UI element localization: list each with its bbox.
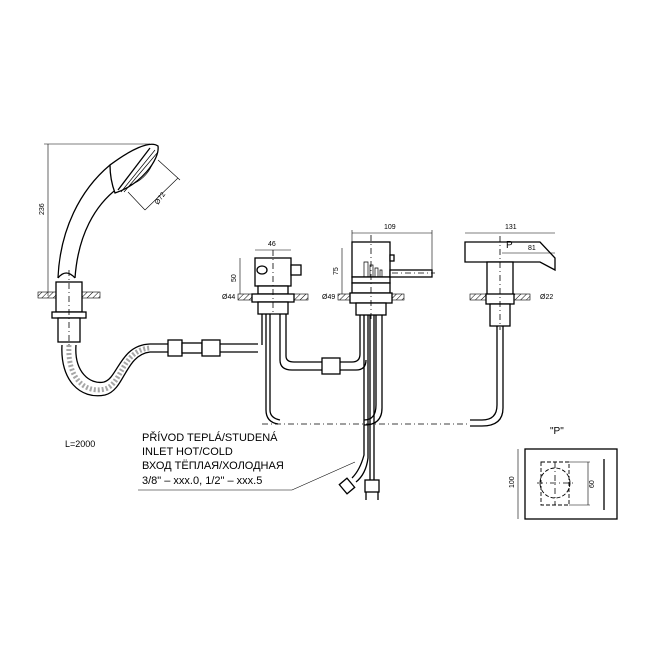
section-mark-p: P xyxy=(506,240,513,251)
note-line-1: PŘÍVOD TEPLÁ/STUDENÁ xyxy=(142,431,278,444)
detail-title: "P" xyxy=(550,426,564,437)
dim-shower-height: 236 xyxy=(39,203,46,215)
hand-shower: 236 Ø72 xyxy=(37,143,181,345)
note-line-2: INLET HOT/COLD xyxy=(142,446,233,458)
hose-length-label: L=2000 xyxy=(65,439,95,449)
dim-spout-width: 131 xyxy=(505,224,517,231)
note-line-4: 3/8" – xxx.0, 1/2" – xxx.5 xyxy=(142,475,262,487)
shower-hose: L=2000 xyxy=(61,339,258,449)
bath-spout: 131 81 P Ø22 xyxy=(464,224,556,427)
dim-diverter-hole: Ø44 xyxy=(222,294,235,301)
dim-detail-inner: 60 xyxy=(589,480,596,488)
dim-spout-hole: Ø22 xyxy=(540,294,553,301)
dim-diverter-width: 46 xyxy=(268,241,276,248)
inlet-note: PŘÍVOD TEPLÁ/STUDENÁ INLET HOT/COLD ВХОД… xyxy=(138,431,356,491)
diverter-valve: 46 50 Ø44 xyxy=(222,241,322,425)
dim-mixer-hole: Ø49 xyxy=(322,294,335,301)
leader-line xyxy=(138,461,356,491)
note-line-3: ВХОД ТЁПЛАЯ/ХОЛОДНАЯ xyxy=(142,460,284,472)
mixer-valve: 109 75 Ø49 xyxy=(321,224,435,500)
dim-shower-head-dia: Ø72 xyxy=(154,191,167,206)
dim-spout-reach: 81 xyxy=(528,245,536,252)
dim-detail-height: 100 xyxy=(509,476,516,488)
dim-mixer-height: 75 xyxy=(333,267,340,275)
dim-diverter-height: 50 xyxy=(231,274,238,282)
detail-p: "P" 100 60 xyxy=(509,426,618,520)
dim-mixer-width: 109 xyxy=(384,224,396,231)
